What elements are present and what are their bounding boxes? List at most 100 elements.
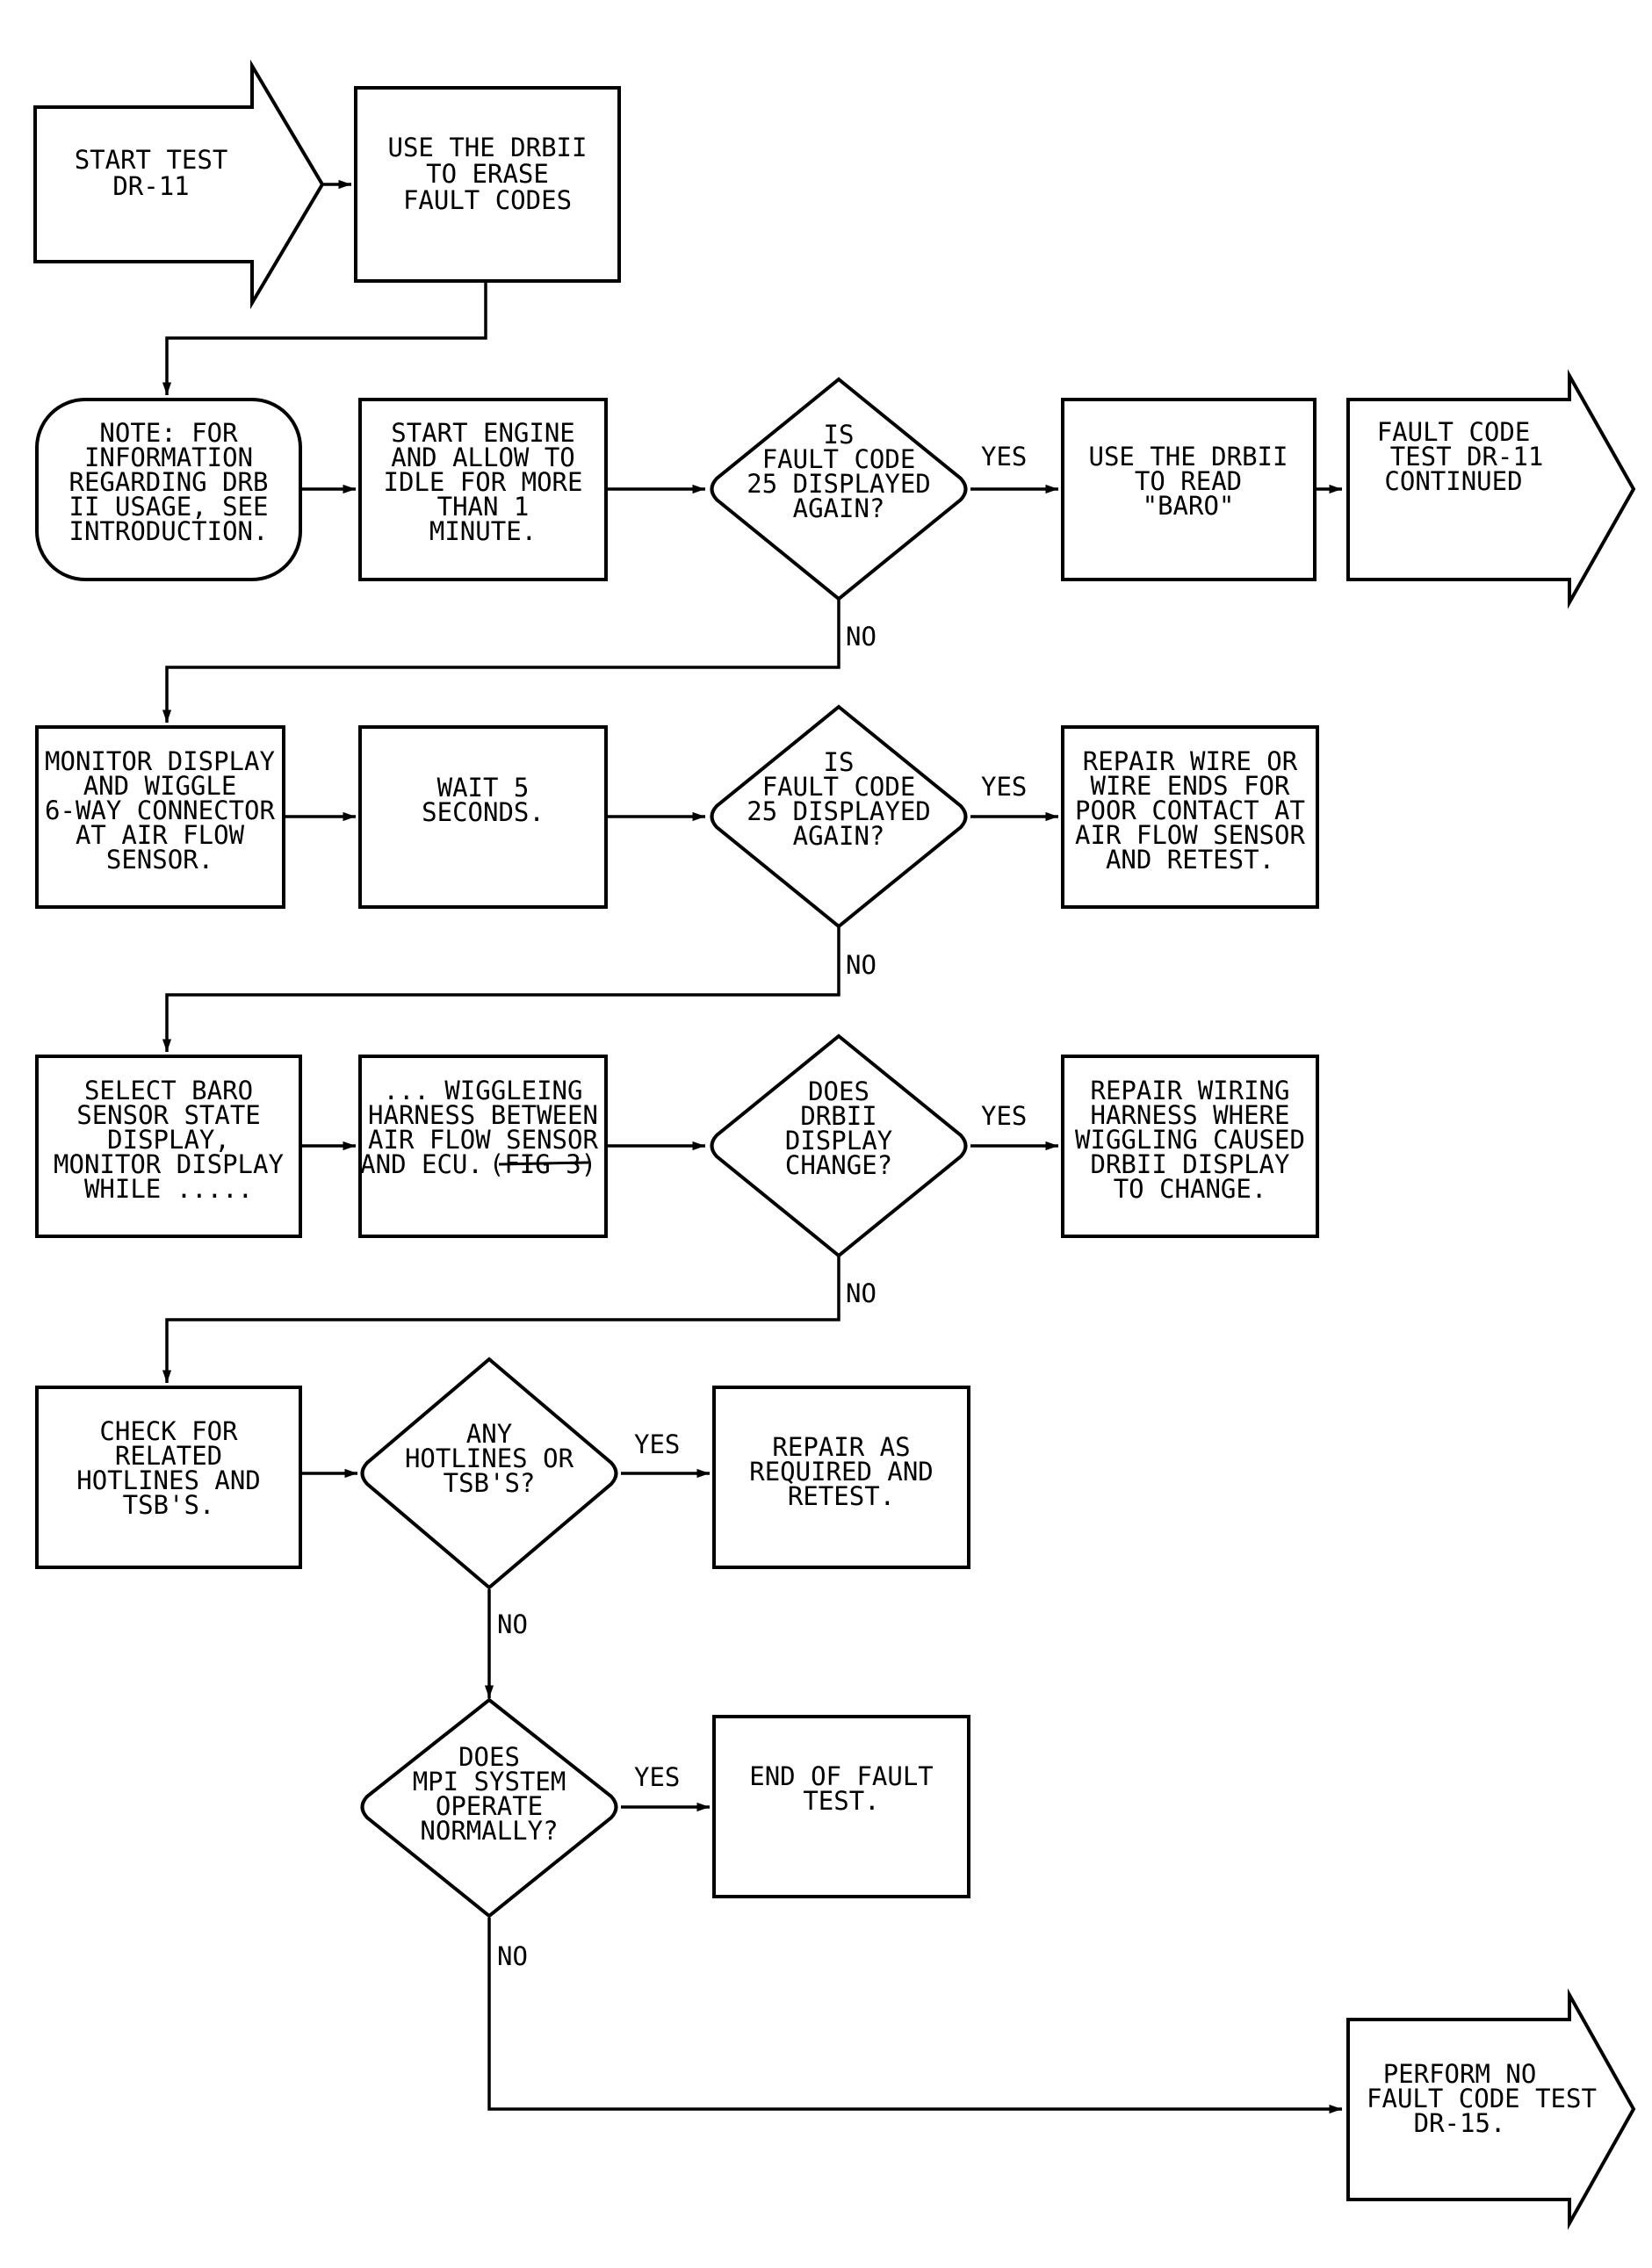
hotlines-line-4: TSB'S. bbox=[123, 1490, 215, 1520]
repair-as-required-box-shape bbox=[712, 1386, 970, 1569]
erase-codes-box-shape bbox=[354, 86, 621, 283]
connector-erase-to-note bbox=[162, 281, 487, 395]
no-label: NO bbox=[497, 1609, 528, 1639]
continued-arrow: FAULT CODE TEST DR-11 CONTINUED bbox=[1346, 369, 1636, 609]
select-baro-line-3: DISPLAY, bbox=[107, 1125, 230, 1155]
decision-fault-code-25-second-shape bbox=[710, 704, 968, 929]
repair-required-line-2: REQUIRED AND bbox=[749, 1457, 934, 1487]
start-engine-line-4: THAN 1 bbox=[437, 492, 530, 522]
wiggleing-line-4: AND ECU. bbox=[360, 1149, 483, 1179]
repair-required-line-1: REPAIR AS bbox=[772, 1432, 910, 1462]
continued-line-1: FAULT CODE bbox=[1377, 417, 1531, 447]
decision-q3-line-4: CHANGE? bbox=[785, 1150, 892, 1180]
repair-wire-box-shape bbox=[1061, 725, 1319, 909]
repair-wire-line-4: AIR FLOW SENSOR bbox=[1075, 820, 1305, 850]
decision-fault-code-25-first-shape bbox=[710, 377, 968, 601]
edge-labels: YES NO YES NO YES NO YES NO YES NO bbox=[497, 442, 1027, 1971]
repair-harness-line-1: REPAIR WIRING bbox=[1091, 1076, 1290, 1105]
read-baro-line-2: TO READ bbox=[1135, 466, 1242, 496]
yes-label: YES bbox=[981, 772, 1027, 802]
monitor-display-box: MONITOR DISPLAY AND WIGGLE 6-WAY CONNECT… bbox=[35, 725, 285, 909]
erase-codes-box: USE THE DRBII TO ERASE FAULT CODES bbox=[354, 86, 621, 283]
yes-label: YES bbox=[634, 1429, 680, 1459]
repair-wire-line-5: AND RETEST. bbox=[1106, 845, 1274, 875]
perform-no-fault-arrow-shape bbox=[1346, 1988, 1636, 2230]
yes-label: YES bbox=[981, 1101, 1027, 1131]
start-engine-box: START ENGINE AND ALLOW TO IDLE FOR MORE … bbox=[358, 398, 608, 581]
decision-q4-line-1: ANY bbox=[466, 1419, 512, 1449]
no-label: NO bbox=[846, 622, 876, 652]
yes-label: YES bbox=[981, 442, 1027, 472]
repair-as-required-box: REPAIR AS REQUIRED AND RETEST. bbox=[712, 1386, 970, 1569]
wait-box: WAIT 5 SECONDS. bbox=[358, 725, 608, 909]
repair-wire-box: REPAIR WIRE OR WIRE ENDS FOR POOR CONTAC… bbox=[1061, 725, 1319, 909]
wiggleing-line-1: ... WIGGLEING bbox=[384, 1076, 583, 1105]
decision-q2-line-1: IS bbox=[824, 747, 855, 777]
note-box-shape bbox=[35, 398, 302, 581]
no-label: NO bbox=[497, 1941, 528, 1971]
wiggleing-harness-box-shape bbox=[358, 1055, 608, 1238]
hotlines-line-2: RELATED bbox=[115, 1441, 222, 1471]
end-of-test-box: END OF FAULT TEST. bbox=[712, 1715, 970, 1898]
hotlines-line-3: HOTLINES AND bbox=[76, 1465, 261, 1495]
perform-line-3: DR-15. bbox=[1414, 2108, 1506, 2138]
continued-line-3: CONTINUED bbox=[1384, 466, 1522, 496]
wiggleing-harness-box: ... WIGGLEING HARNESS BETWEEN AIR FLOW S… bbox=[358, 1055, 608, 1238]
select-baro-box-shape bbox=[35, 1055, 302, 1238]
read-baro-box-shape bbox=[1061, 398, 1317, 581]
decision-q1-line-1: IS bbox=[824, 420, 855, 450]
start-engine-line-2: AND ALLOW TO bbox=[391, 443, 575, 472]
decision-mpi-normal: DOES MPI SYSTEM OPERATE NORMALLY? bbox=[360, 1697, 618, 1919]
note-line-1: NOTE: FOR bbox=[99, 418, 238, 448]
start-engine-box-shape bbox=[358, 398, 608, 581]
wait-line-1: WAIT 5 bbox=[437, 773, 530, 803]
monitor-line-5: SENSOR. bbox=[106, 845, 213, 875]
decision-q2-line-3: 25 DISPLAYED bbox=[747, 796, 931, 826]
erase-codes-line-3: FAULT CODES bbox=[403, 185, 572, 215]
repair-wire-line-3: POOR CONTACT AT bbox=[1075, 796, 1305, 825]
select-baro-line-2: SENSOR STATE bbox=[76, 1100, 261, 1130]
no-label: NO bbox=[846, 1278, 876, 1308]
repair-harness-line-5: TO CHANGE. bbox=[1114, 1174, 1267, 1204]
repair-harness-line-4: DRBII DISPLAY bbox=[1091, 1149, 1290, 1179]
decision-mpi-normal-shape bbox=[360, 1697, 618, 1919]
select-baro-box: SELECT BARO SENSOR STATE DISPLAY, MONITO… bbox=[35, 1055, 302, 1238]
monitor-line-4: AT AIR FLOW bbox=[76, 820, 245, 850]
wait-line-2: SECONDS. bbox=[422, 797, 545, 827]
strike-through-line bbox=[498, 1161, 589, 1166]
connector-q3-no bbox=[162, 1256, 840, 1383]
wiggleing-line-2: HARNESS BETWEEN bbox=[368, 1100, 598, 1130]
monitor-line-3: 6-WAY CONNECTOR bbox=[45, 796, 275, 825]
wait-box-shape bbox=[358, 725, 608, 909]
check-hotlines-box-shape bbox=[35, 1386, 302, 1569]
no-label: NO bbox=[846, 950, 876, 980]
repair-wire-line-2: WIRE ENDS FOR bbox=[1091, 771, 1291, 801]
note-line-2: INFORMATION bbox=[84, 443, 253, 472]
monitor-line-1: MONITOR DISPLAY bbox=[45, 746, 275, 776]
repair-harness-line-2: HARNESS WHERE bbox=[1091, 1100, 1290, 1130]
note-line-4: II USAGE, SEE bbox=[69, 492, 269, 522]
decision-display-change: DOES DRBII DISPLAY CHANGE? bbox=[710, 1033, 968, 1258]
start-test-line-1: START TEST bbox=[75, 145, 228, 175]
start-engine-line-3: IDLE FOR MORE bbox=[384, 467, 583, 497]
erase-codes-line-2: TO ERASE bbox=[426, 159, 549, 189]
perform-no-fault-arrow: PERFORM NO FAULT CODE TEST DR-15. bbox=[1346, 1988, 1636, 2230]
decision-q5-line-2: MPI SYSTEM bbox=[413, 1767, 566, 1796]
end-line-2: TEST. bbox=[803, 1786, 879, 1816]
connector-q5-no bbox=[487, 1918, 1342, 2114]
repair-harness-box: REPAIR WIRING HARNESS WHERE WIGGLING CAU… bbox=[1061, 1055, 1319, 1238]
read-baro-line-3: "BARO" bbox=[1143, 491, 1235, 521]
decision-hotlines-tsbs: ANY HOTLINES OR TSB'S? bbox=[360, 1357, 618, 1590]
read-baro-line-1: USE THE DRBII bbox=[1089, 442, 1288, 472]
start-test-line-2: DR-11 bbox=[112, 171, 189, 201]
start-engine-line-1: START ENGINE bbox=[391, 418, 575, 448]
decision-q5-line-1: DOES bbox=[458, 1742, 520, 1772]
end-of-test-box-shape bbox=[712, 1715, 970, 1898]
read-baro-box: USE THE DRBII TO READ "BARO" bbox=[1061, 398, 1317, 581]
connector-q2-no bbox=[162, 926, 840, 1052]
erase-codes-line-1: USE THE DRBII bbox=[388, 133, 588, 162]
decision-q3-line-3: DISPLAY bbox=[785, 1126, 892, 1156]
connectors bbox=[162, 179, 1342, 2114]
connector-q1-no bbox=[162, 599, 840, 723]
select-baro-line-5: WHILE ..... bbox=[84, 1174, 253, 1204]
